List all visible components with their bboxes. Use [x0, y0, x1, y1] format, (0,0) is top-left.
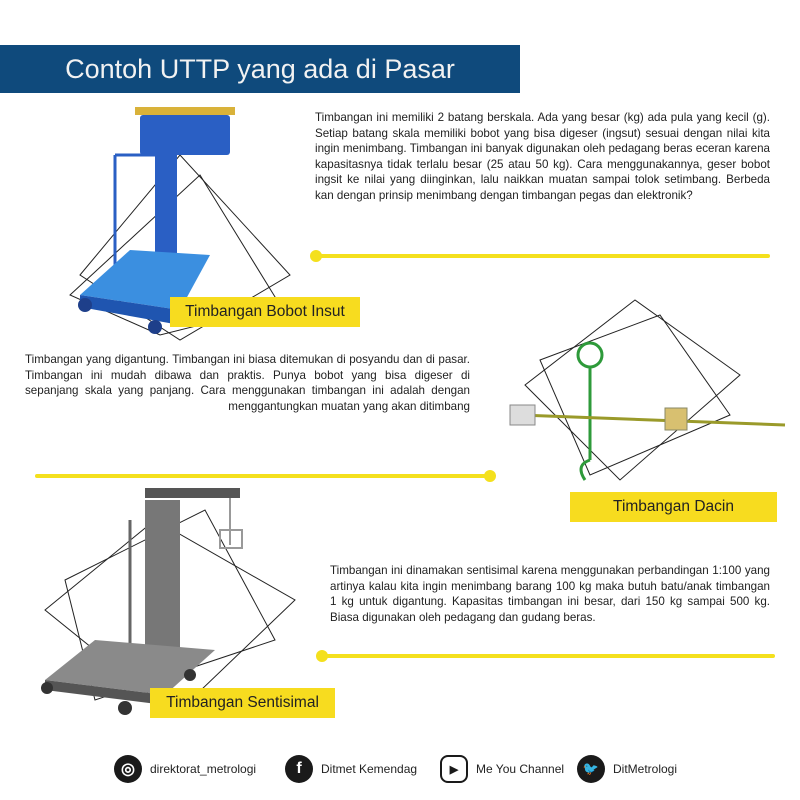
label-bobot-insut: Timbangan Bobot Insut: [170, 297, 360, 327]
divider-line: [35, 474, 490, 478]
bobot-insut-scale-image: [69, 107, 291, 341]
youtube-handle: Me You Channel: [476, 762, 565, 776]
twitter-icon: 🐦: [577, 755, 605, 783]
youtube-icon: ▶: [440, 755, 468, 783]
footer-instagram[interactable]: ◎ direktorat_metrologi: [114, 754, 256, 784]
footer-twitter[interactable]: 🐦 DitMetrologi: [577, 754, 677, 784]
facebook-icon: f: [285, 755, 313, 783]
footer-youtube[interactable]: ▶ Me You Channel: [440, 754, 564, 784]
divider-line: [320, 654, 775, 658]
description-bobot-insut: Timbangan ini memiliki 2 batang berskala…: [315, 111, 770, 202]
label-dacin: Timbangan Dacin: [570, 492, 777, 522]
description-dacin: Timbangan yang digantung. Timbangan ini …: [25, 353, 470, 413]
dacin-scale-image: [509, 299, 786, 481]
label-sentisimal: Timbangan Sentisimal: [150, 688, 335, 718]
page-title: Contoh UTTP yang ada di Pasar: [0, 45, 520, 93]
footer-facebook[interactable]: f Ditmet Kemendag: [285, 754, 417, 784]
divider-line: [315, 254, 770, 258]
twitter-handle: DitMetrologi: [613, 762, 678, 776]
facebook-handle: Ditmet Kemendag: [321, 762, 418, 776]
divider-dot: [484, 470, 496, 482]
instagram-icon: ◎: [114, 755, 142, 783]
description-sentisimal: Timbangan ini dinamakan sentisimal karen…: [330, 564, 770, 624]
instagram-handle: direktorat_metrologi: [150, 762, 257, 776]
sentisimal-scale-image: [41, 488, 296, 716]
